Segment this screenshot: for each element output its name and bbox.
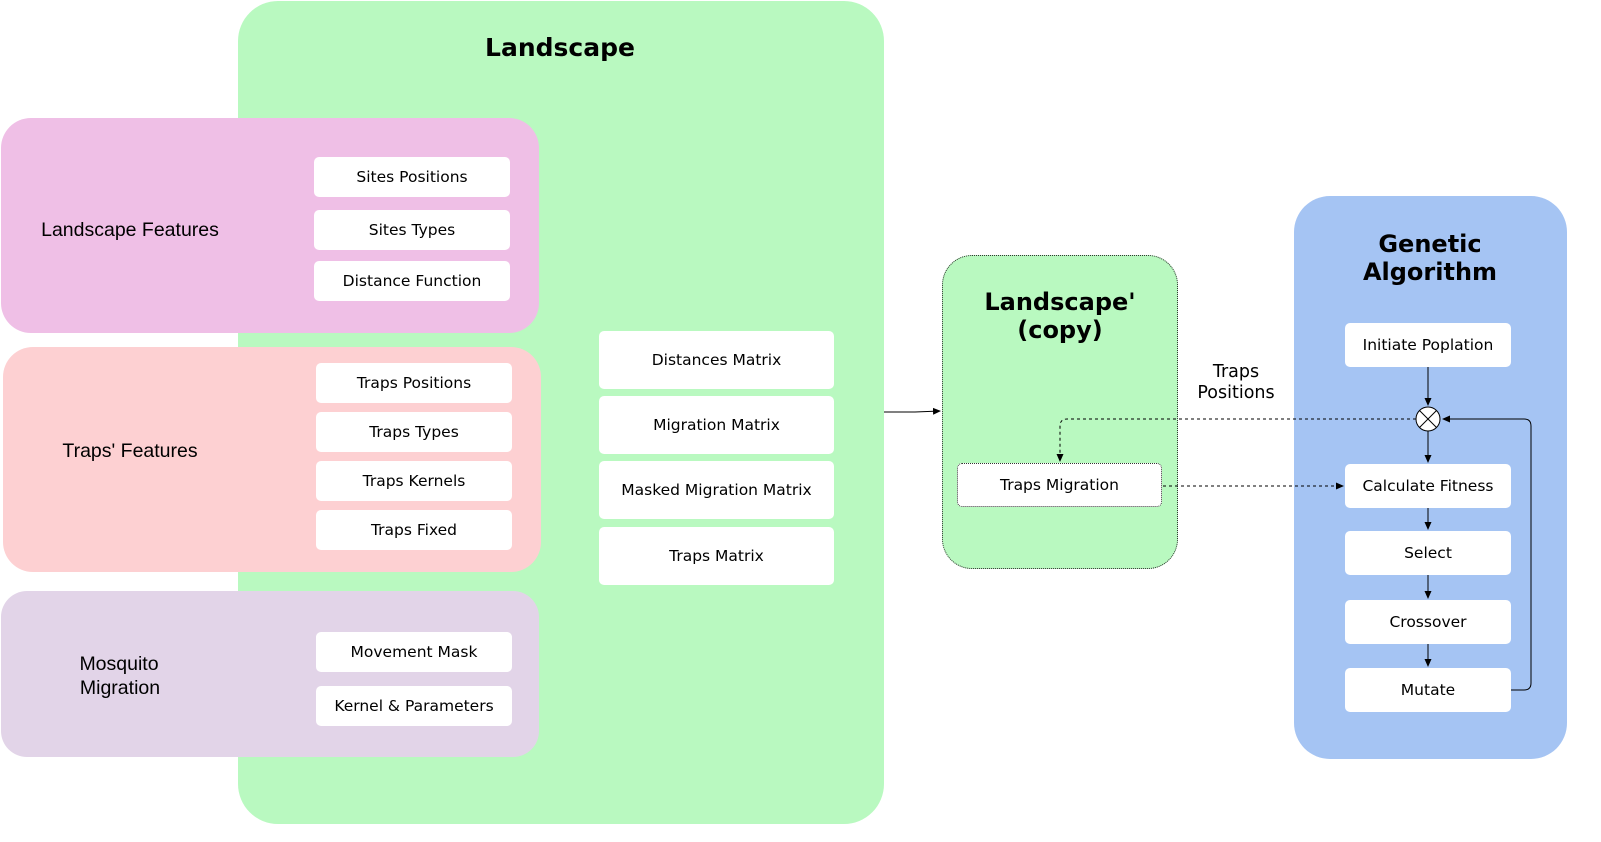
- distances-matrix-box: Distances Matrix: [599, 331, 834, 389]
- landscape-copy-title-line2: (copy): [1017, 316, 1103, 344]
- mosquito-label-line2: Migration: [79, 677, 161, 699]
- landscape-to-copy-arrow: [884, 407, 941, 415]
- genetic-title-line2: Algorithm: [1362, 258, 1498, 286]
- traps-positions-line2: Positions: [1197, 383, 1275, 403]
- movement-mask-box: Movement Mask: [316, 632, 512, 672]
- merge-node-icon: [1415, 406, 1441, 432]
- traps-types-box: Traps Types: [316, 412, 512, 452]
- kernel-parameters-box: Kernel & Parameters: [316, 686, 512, 726]
- genetic-title-line1: Genetic: [1378, 230, 1482, 258]
- mutate-box: Mutate: [1345, 668, 1511, 712]
- calculate-fitness-box: Calculate Fitness: [1345, 464, 1511, 508]
- traps-positions-dashed-arrow: [1056, 418, 1416, 462]
- traps-positions-box: Traps Positions: [316, 363, 512, 403]
- distance-function-box: Distance Function: [314, 261, 510, 301]
- masked-migration-matrix-box: Masked Migration Matrix: [599, 461, 834, 519]
- crossover-box: Crossover: [1345, 600, 1511, 644]
- migration-matrix-box: Migration Matrix: [599, 396, 834, 454]
- initiate-population-box: Initiate Poplation: [1345, 323, 1511, 367]
- sites-positions-box: Sites Positions: [314, 157, 510, 197]
- landscape-copy-panel: [942, 255, 1178, 569]
- traps-features-label: Traps' Features: [62, 440, 198, 462]
- landscape-title: Landscape: [485, 33, 635, 62]
- sites-types-box: Sites Types: [314, 210, 510, 250]
- traps-migration-box: Traps Migration: [957, 463, 1162, 507]
- mutate-loop-arrow: [1442, 415, 1532, 691]
- landscape-copy-title-line1: Landscape': [984, 288, 1136, 316]
- mosquito-label-line1: Mosquito: [79, 653, 159, 675]
- traps-kernels-box: Traps Kernels: [316, 461, 512, 501]
- select-box: Select: [1345, 531, 1511, 575]
- traps-positions-line1: Traps: [1212, 362, 1260, 382]
- mosquito-migration-panel: [1, 591, 539, 757]
- genetic-algorithm-title: Genetic Algorithm: [1330, 230, 1530, 286]
- landscape-features-label: Landscape Features: [41, 219, 219, 241]
- traps-positions-label: Traps Positions: [1180, 362, 1292, 404]
- landscape-copy-title: Landscape' (copy): [960, 288, 1160, 344]
- traps-matrix-box: Traps Matrix: [599, 527, 834, 585]
- traps-fixed-box: Traps Fixed: [316, 510, 512, 550]
- mosquito-migration-label: Mosquito Migration: [40, 652, 200, 700]
